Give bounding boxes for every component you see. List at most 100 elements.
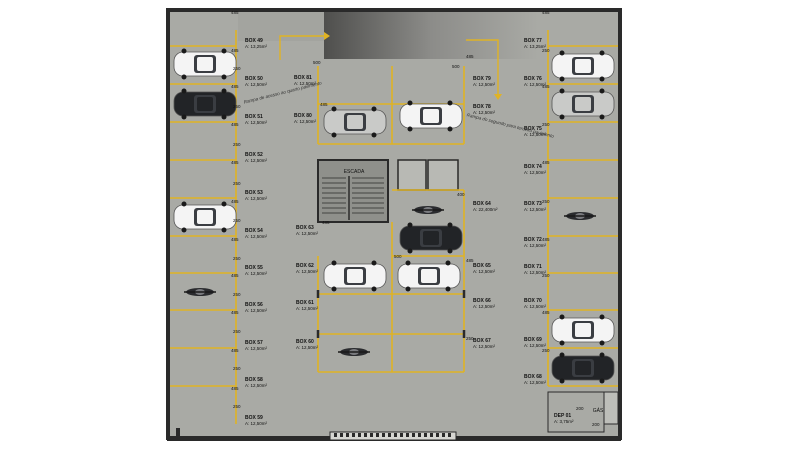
box-name: BOX 68 — [524, 374, 542, 380]
dimension-label: 485 — [231, 84, 239, 89]
dimension-label: 250 — [542, 122, 550, 127]
car-icon — [323, 260, 387, 292]
dimension-label: 500 — [452, 64, 460, 69]
box-area: A: 12,50m² — [245, 383, 268, 388]
box-area: A: 12,50m² — [245, 158, 268, 163]
ramp-arrow-left — [279, 35, 324, 60]
box-name: BOX 53 — [245, 190, 263, 196]
dimension-label: 250 — [233, 66, 241, 71]
box-name: BOX 51 — [245, 114, 263, 120]
dimension-label: 250 — [233, 366, 241, 371]
box-area: A: 12,50m² — [473, 344, 496, 349]
dimension-label: 485 — [231, 160, 239, 165]
shaft-1 — [397, 159, 427, 191]
dimension-label: 485 — [231, 237, 239, 242]
dimension-label: 485 — [231, 10, 239, 15]
box-area: A: 13,25m² — [524, 44, 547, 49]
box-area: A: 12,50m² — [245, 421, 268, 426]
dimension-label: 250 — [233, 256, 241, 261]
box-area: A: 12,50m² — [245, 120, 268, 125]
dimension-label: 250 — [233, 104, 241, 109]
box-area: A: 12,50m² — [296, 231, 319, 236]
dimension-label: 250 — [542, 273, 550, 278]
dimension-label: 485 — [320, 102, 328, 107]
box-area: A: 12,50m² — [245, 82, 268, 87]
wall-top — [166, 8, 622, 12]
box-name: BOX 55 — [245, 265, 263, 271]
dimension-label: 485 — [231, 48, 239, 53]
box-name: BOX 59 — [245, 415, 263, 421]
gate-tooth — [334, 433, 337, 437]
box-name: BOX 54 — [245, 228, 263, 234]
car-icon — [399, 222, 463, 254]
box-area: A: 12,50m² — [296, 306, 319, 311]
floor-slab — [167, 9, 621, 441]
box-area: A: 12,50m² — [524, 132, 547, 137]
box-area: A: 12,50m² — [524, 380, 547, 385]
gate-pattern — [334, 433, 451, 437]
gate-tooth — [346, 433, 349, 437]
ramp-arrow-right-head — [494, 94, 502, 100]
box-area: A: 12,50m² — [473, 110, 496, 115]
dimension-label: 485 — [231, 273, 239, 278]
dimension-label: 250 — [233, 329, 241, 334]
box-name: BOX 49 — [245, 38, 263, 44]
dimension-label: 485 — [231, 386, 239, 391]
box-area: A: 12,50m² — [524, 343, 547, 348]
dimension-label: 250 — [542, 199, 550, 204]
box-name: BOX 81 — [294, 75, 312, 81]
parking-stripes — [170, 30, 618, 424]
ramp-upper — [324, 11, 538, 59]
gate-tooth — [358, 433, 361, 437]
box-area: A: 12,50m² — [524, 304, 547, 309]
gate-tooth — [448, 433, 451, 437]
box-name: BOX 58 — [245, 377, 263, 383]
box-area: A: 12,50m² — [473, 304, 496, 309]
box-area: A: 12,50m² — [473, 82, 496, 87]
box-name: BOX 62 — [296, 263, 314, 269]
box-area: A: 12,50m² — [245, 346, 268, 351]
stair-core — [317, 159, 389, 223]
box-area: A: 22,400m² — [473, 207, 498, 212]
box-area: A: 12,50m² — [524, 82, 547, 87]
gate-tooth — [376, 433, 379, 437]
box-area: A: 12,50m² — [524, 170, 547, 175]
box-name: BOX 80 — [294, 113, 312, 119]
box-name: BOX 52 — [245, 152, 263, 158]
box-name: BOX 56 — [245, 302, 263, 308]
dimension-label: 200 — [592, 422, 600, 427]
box-name: BOX 77 — [524, 38, 542, 44]
car-icon — [551, 88, 615, 120]
box-name: BOX 75 — [524, 126, 542, 132]
dimension-label: 485 — [542, 237, 550, 242]
box-name: BOX 63 — [296, 225, 314, 231]
box-area: A: 12,50m² — [245, 271, 268, 276]
box-area: A: 12,50m² — [473, 269, 496, 274]
box-area: A: 12,50m² — [524, 207, 547, 212]
gas-label: GÁS — [593, 407, 604, 414]
gate-tooth — [400, 433, 403, 437]
box-name: BOX 61 — [296, 300, 314, 306]
gate-tooth — [442, 433, 445, 437]
dimension-label: 485 — [231, 310, 239, 315]
entrance-gap — [329, 431, 457, 441]
dimension-label: 200 — [576, 406, 584, 411]
gate-tooth — [388, 433, 391, 437]
car-icon — [173, 88, 237, 120]
car-icon — [323, 106, 387, 138]
box-area: A: 12,50m² — [524, 243, 547, 248]
dimension-label: 485 — [322, 220, 330, 225]
dimension-label: 500 — [313, 60, 321, 65]
motorcycle-icon — [564, 212, 596, 220]
dimension-label: 250 — [233, 181, 241, 186]
ramp-arrow-left-head — [324, 32, 330, 40]
dimension-label: 485 — [542, 10, 550, 15]
car-icon — [551, 314, 615, 346]
box-area: A: 12,50m² — [524, 270, 547, 275]
gate-tooth — [412, 433, 415, 437]
dimension-label: 250 — [233, 292, 241, 297]
box-name: BOX 79 — [473, 76, 491, 82]
dimension-label: 485 — [231, 122, 239, 127]
